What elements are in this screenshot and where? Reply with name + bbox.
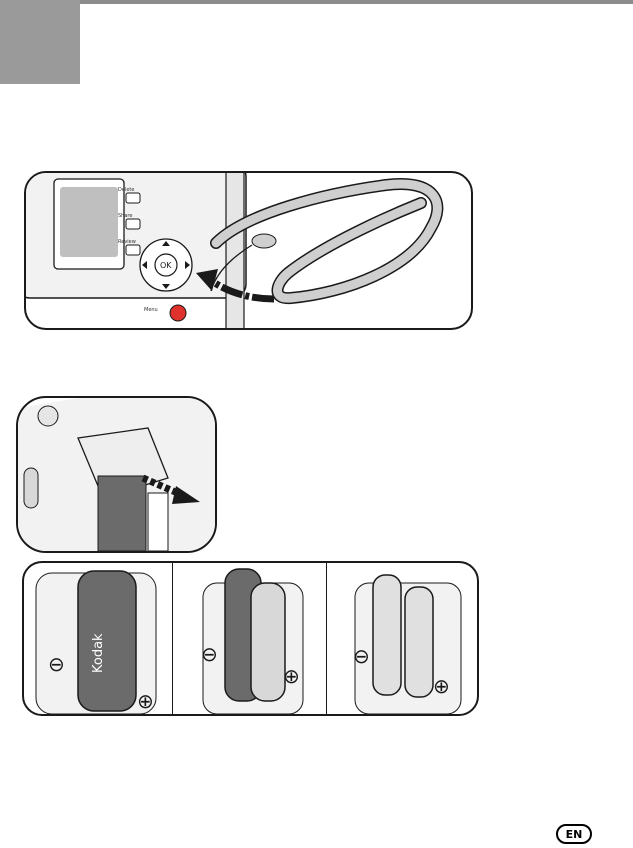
aa-battery-right	[405, 587, 433, 697]
crv3-battery	[78, 571, 136, 711]
ok-label: OK	[160, 261, 172, 270]
compartment-wall	[148, 493, 168, 551]
battery-compartment	[98, 476, 146, 551]
lens-edge	[24, 468, 38, 508]
delete-label: Delete	[118, 187, 134, 193]
battery-orientation-illustration: Kodak ⊖ ⊕ ⊖ ⊕ ⊖ ⊕	[22, 561, 479, 716]
adapter-battery-drawing: ⊖ ⊕	[173, 563, 327, 714]
header-rule	[0, 0, 633, 4]
negative-symbol: ⊖	[201, 642, 218, 666]
wrist-strap-illustration: Delete Share Review OK Menu	[24, 171, 473, 330]
battery-door-drawing	[18, 398, 215, 551]
camera-side-edge	[226, 173, 244, 328]
crv3-battery-cell: Kodak ⊖ ⊕	[24, 563, 172, 714]
aa-batteries-cell: ⊖ ⊕	[326, 563, 478, 714]
negative-symbol: ⊖	[353, 644, 370, 668]
aa-battery-left	[373, 575, 401, 695]
chapter-tab	[0, 0, 80, 84]
mode-dial	[38, 406, 58, 426]
negative-symbol: ⊖	[48, 652, 65, 676]
record-button	[170, 305, 186, 321]
wrist-strap-outline	[216, 184, 437, 298]
crv3-battery-drawing: Kodak ⊖ ⊕	[24, 563, 172, 714]
language-badge: EN	[556, 824, 592, 844]
battery-door-illustration	[16, 396, 217, 553]
review-button	[126, 245, 140, 255]
wrist-strap-drawing: Delete Share Review OK Menu	[26, 173, 471, 328]
menu-label: Menu	[144, 307, 158, 313]
camera-screen	[60, 187, 118, 257]
share-button	[126, 219, 140, 229]
adapter-battery-cell: ⊖ ⊕	[172, 563, 327, 714]
strap-clasp	[252, 234, 276, 248]
review-label: Review	[118, 239, 136, 245]
aa-battery-light	[251, 583, 285, 701]
positive-symbol: ⊕	[433, 674, 450, 698]
battery-brand: Kodak	[91, 633, 106, 673]
delete-button	[126, 193, 140, 203]
aa-batteries-drawing: ⊖ ⊕	[327, 563, 478, 714]
positive-symbol: ⊕	[137, 689, 154, 713]
positive-symbol: ⊕	[283, 664, 300, 688]
share-label: Share	[118, 213, 132, 219]
